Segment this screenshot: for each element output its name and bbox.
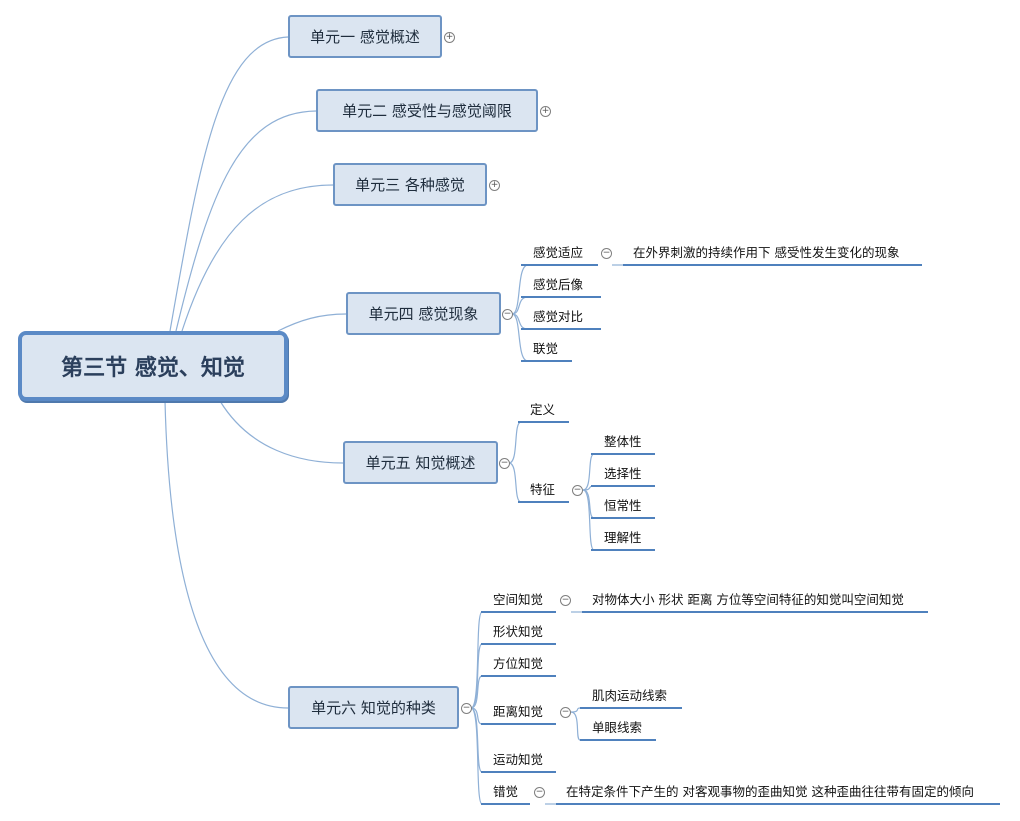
unit-5-node[interactable]: 单元五 知觉概述	[343, 441, 498, 484]
expand-toggle-unit-2[interactable]: +	[540, 106, 551, 117]
expand-toggle-unit-3[interactable]: +	[489, 180, 500, 191]
edge-root-unit-5	[219, 400, 344, 464]
topic-characteristics[interactable]: 特征	[530, 482, 556, 497]
collapse-toggle-unit-4[interactable]: −	[502, 309, 513, 320]
collapse-toggle-sensory-adaptation[interactable]: −	[601, 248, 612, 259]
unit-2-node[interactable]: 单元二 感受性与感觉阈限	[316, 89, 538, 132]
topic-motion-perception[interactable]: 运动知觉	[493, 752, 544, 767]
expand-toggle-unit-1[interactable]: +	[444, 32, 455, 43]
topic-sensory-adaptation-detail[interactable]: 在外界刺激的持续作用下 感受性发生变化的现象	[633, 245, 900, 260]
edge-unit-4-synesthesia	[511, 313, 529, 362]
edge-root-unit-2	[175, 110, 317, 332]
unit-3-node[interactable]: 单元三 各种感觉	[333, 163, 487, 206]
topic-sensory-adaptation[interactable]: 感觉适应	[533, 245, 584, 260]
topic-illusion-detail[interactable]: 在特定条件下产生的 对客观事物的歪曲知觉 这种歪曲往往带有固定的倾向	[566, 784, 974, 799]
topic-monocular-cue[interactable]: 单眼线索	[592, 720, 643, 735]
edge-unit-6-illusion	[470, 707, 483, 805]
topic-spatial-perception-detail[interactable]: 对物体大小 形状 距离 方位等空间特征的知觉叫空间知觉	[592, 592, 904, 607]
collapse-toggle-unit-6[interactable]: −	[461, 703, 472, 714]
collapse-toggle-spatial-perception[interactable]: −	[560, 595, 571, 606]
edge-root-unit-3	[181, 184, 334, 332]
topic-illusion[interactable]: 错觉	[493, 784, 519, 799]
collapse-toggle-unit-5[interactable]: −	[499, 458, 510, 469]
unit-1-node[interactable]: 单元一 感觉概述	[288, 15, 442, 58]
collapse-toggle-characteristics[interactable]: −	[572, 485, 583, 496]
topic-understanding[interactable]: 理解性	[604, 530, 642, 545]
collapse-toggle-illusion[interactable]: −	[534, 787, 545, 798]
edge-root-unit-6	[164, 400, 289, 709]
edge-unit-4-sensory-contrast	[511, 313, 529, 330]
edge-distance-muscle	[570, 707, 581, 713]
edge-unit-4-sensory-adaptation	[511, 264, 529, 315]
edge-root-unit-4	[277, 313, 347, 332]
collapse-toggle-distance-perception[interactable]: −	[560, 707, 571, 718]
unit-4-node[interactable]: 单元四 感觉现象	[346, 292, 501, 335]
topic-selectivity[interactable]: 选择性	[604, 466, 642, 481]
topic-synesthesia[interactable]: 联觉	[533, 341, 559, 356]
topic-wholeness[interactable]: 整体性	[604, 434, 642, 449]
topic-spatial-perception[interactable]: 空间知觉	[493, 592, 544, 607]
root-topic[interactable]: 第三节 感觉、知觉	[18, 331, 288, 401]
topic-definition[interactable]: 定义	[530, 402, 556, 417]
topic-sensory-contrast[interactable]: 感觉对比	[533, 309, 584, 324]
topic-afterimage[interactable]: 感觉后像	[533, 277, 584, 292]
edge-unit-6-direction	[470, 675, 483, 709]
topic-shape-perception[interactable]: 形状知觉	[493, 624, 544, 639]
edge-distance-monocular	[570, 711, 581, 741]
edge-root-unit-1	[169, 36, 289, 332]
topic-constancy[interactable]: 恒常性	[604, 498, 642, 513]
topic-distance-perception[interactable]: 距离知觉	[493, 704, 544, 719]
topic-direction-perception[interactable]: 方位知觉	[493, 656, 544, 671]
edge-unit-5-characteristics	[508, 462, 522, 503]
edge-unit-4-afterimage	[511, 296, 529, 315]
unit-6-node[interactable]: 单元六 知觉的种类	[288, 686, 459, 729]
edge-characteristics-wholeness	[582, 453, 595, 491]
edge-unit-6-spatial	[470, 611, 483, 709]
topic-muscle-cue[interactable]: 肌肉运动线索	[592, 688, 668, 703]
edge-unit-6-shape	[470, 643, 483, 709]
edge-unit-5-definition	[508, 421, 522, 464]
edge-characteristics-understanding	[582, 489, 595, 551]
